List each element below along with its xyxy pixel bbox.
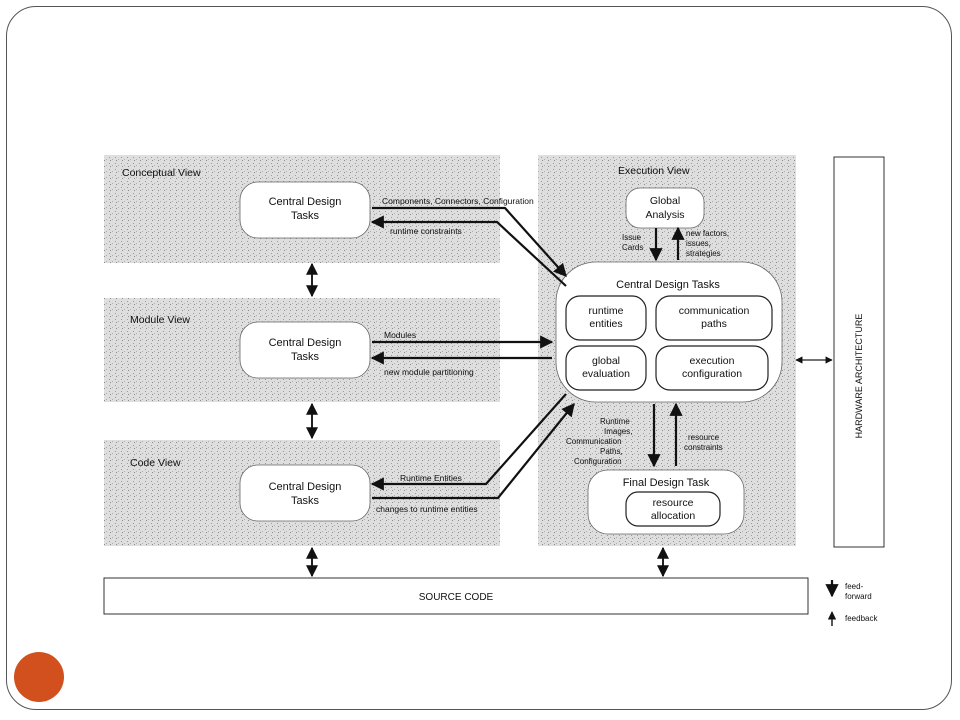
module-box-line1: Central Design <box>269 337 342 349</box>
runtime-entities-box <box>565 295 647 341</box>
module-view-title: Module View <box>130 314 190 326</box>
communication-paths-line2: paths <box>701 318 727 330</box>
global-evaluation-box <box>565 345 647 391</box>
execution-configuration-line2: configuration <box>682 368 742 380</box>
resource-allocation-line2: allocation <box>651 510 696 522</box>
accent-dot <box>14 652 64 702</box>
final-design-title: Final Design Task <box>623 477 710 489</box>
conceptual-view-title: Conceptual View <box>122 167 201 179</box>
global-evaluation-line1: global <box>592 355 620 367</box>
runtime-entities-line1: runtime <box>588 305 623 317</box>
issue-cards-line1: Issue <box>622 233 642 242</box>
conceptual-box-line2: Tasks <box>291 210 320 222</box>
runtime-images-line4: Paths, <box>600 447 623 456</box>
runtime-entities-line2: entities <box>589 318 622 330</box>
runtime-images-line5: Configuration <box>574 457 622 466</box>
resource-constraints-line1: resource <box>688 433 720 442</box>
runtime-images-line3: Communication <box>566 437 622 446</box>
module-central-box <box>239 321 371 379</box>
resource-allocation-line1: resource <box>653 497 694 509</box>
flow-arrows <box>370 206 685 500</box>
components-label: Components, Connectors, Configuration <box>382 196 534 206</box>
code-box-line2: Tasks <box>291 495 320 507</box>
execution-configuration-box <box>655 345 769 391</box>
components-arrow <box>372 206 567 277</box>
source-code-bar <box>103 577 809 615</box>
global-analysis-box <box>625 187 705 229</box>
execution-configuration-line1: execution <box>690 355 735 367</box>
runtime-images-line1: Runtime <box>600 417 630 426</box>
runtime-constraints-arrow <box>370 215 567 287</box>
communication-paths-box <box>655 295 773 341</box>
module-box-line2: Tasks <box>291 351 320 363</box>
global-evaluation-line2: evaluation <box>582 368 630 380</box>
view-link-arrows <box>306 262 833 578</box>
runtime-constraints-label: runtime constraints <box>390 226 462 236</box>
new-factors-line2: issues, <box>686 239 711 248</box>
code-central-box <box>239 464 371 522</box>
feedback-label: feedback <box>845 614 878 623</box>
module-partitioning-label: new module partitioning <box>384 367 474 377</box>
changes-runtime-label: changes to runtime entities <box>376 504 478 514</box>
execution-view-title: Execution View <box>618 165 690 177</box>
new-factors-line3: strategies <box>686 249 721 258</box>
source-code-label: SOURCE CODE <box>419 592 494 603</box>
issue-cards-line2: Cards <box>622 243 643 252</box>
code-box-line1: Central Design <box>269 481 342 493</box>
runtime-entities-arrow <box>370 393 567 491</box>
hardware-architecture-label: HARDWARE ARCHITECTURE <box>854 314 864 439</box>
conceptual-central-box <box>239 181 371 239</box>
execution-central-title: Central Design Tasks <box>616 279 720 291</box>
hardware-architecture-bar <box>833 156 885 548</box>
changes-runtime-arrow <box>372 402 575 500</box>
code-view-title: Code View <box>130 457 181 469</box>
resource-constraints-line2: constraints <box>684 443 723 452</box>
feedforward-line2: forward <box>845 592 872 601</box>
global-analysis-line2: Analysis <box>645 209 684 221</box>
new-factors-line1: new factors, <box>686 229 729 238</box>
resource-allocation-box <box>625 491 721 527</box>
runtime-images-line2: Images, <box>604 427 632 436</box>
conceptual-box-line1: Central Design <box>269 196 342 208</box>
runtime-entities-flow-label: Runtime Entities <box>400 473 462 483</box>
feedforward-line1: feed- <box>845 582 864 591</box>
modules-label: Modules <box>384 330 416 340</box>
communication-paths-line1: communication <box>679 305 750 317</box>
global-analysis-line1: Global <box>650 195 680 207</box>
